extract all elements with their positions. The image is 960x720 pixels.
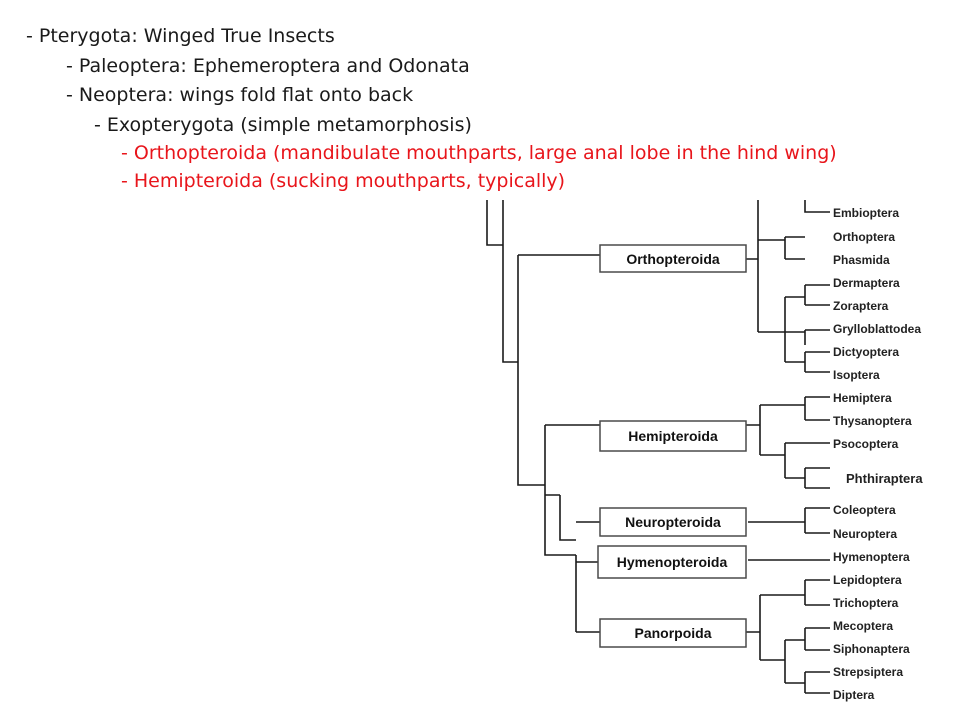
taxon-siphonaptera: Siphonaptera	[833, 642, 910, 656]
taxon-hymenoptera: Hymenoptera	[833, 550, 910, 564]
taxon-thysanoptera: Thysanoptera	[833, 414, 912, 428]
group-label-hymenopteroida: Hymenopteroida	[617, 554, 728, 570]
group-box-hymenopteroida: Hymenopteroida	[597, 545, 747, 579]
outline-text: - Pterygota: Winged True Insects - Paleo…	[0, 0, 960, 200]
branch-neuro-hymeno-link	[545, 494, 576, 541]
subtree-orthopteroida	[746, 200, 830, 373]
taxon-coleoptera: Coleoptera	[833, 503, 896, 517]
group-box-panorpoida: Panorpoida	[599, 618, 747, 648]
group-label-neuropteroida: Neuropteroida	[625, 514, 721, 530]
group-box-hemipteroida: Hemipteroida	[599, 420, 747, 452]
outline-line-orthopteroida: - Orthopteroida (mandibulate mouthparts,…	[121, 142, 837, 164]
taxon-diptera: Diptera	[833, 688, 875, 702]
group-label-panorpoida: Panorpoida	[634, 625, 711, 641]
taxon-dictyoptera: Dictyoptera	[833, 345, 899, 359]
outline-line-exopterygota: - Exopterygota (simple metamorphosis)	[94, 114, 472, 136]
group-label-hemipteroida: Hemipteroida	[628, 428, 718, 444]
outline-line-hemipteroida: - Hemipteroida (sucking mouthparts, typi…	[121, 170, 566, 192]
taxon-strepsiptera: Strepsiptera	[833, 665, 903, 679]
taxon-orthoptera: Orthoptera	[833, 230, 895, 244]
subtree-hemipteroida	[746, 396, 830, 489]
taxon-zoraptera: Zoraptera	[833, 299, 889, 313]
taxon-dermaptera: Dermaptera	[833, 276, 900, 290]
taxon-isoptera: Isoptera	[833, 368, 880, 382]
group-label-orthopteroida: Orthopteroida	[626, 251, 720, 267]
taxon-lepidoptera: Lepidoptera	[833, 573, 902, 587]
tree-root-branch	[486, 200, 577, 632]
outline-line-neoptera: - Neoptera: wings fold flat onto back	[66, 84, 414, 106]
taxon-trichoptera: Trichoptera	[833, 596, 899, 610]
group-box-orthopteroida: Orthopteroida	[599, 244, 747, 273]
taxon-hemiptera: Hemiptera	[833, 391, 892, 405]
subtree-neuropteroida	[748, 507, 830, 534]
group-box-neuropteroida: Neuropteroida	[599, 507, 747, 537]
taxon-mecoptera: Mecoptera	[833, 619, 893, 633]
taxon-phasmida: Phasmida	[833, 253, 890, 267]
taxon-grylloblattodea: Grylloblattodea	[833, 322, 921, 336]
taxon-neuroptera: Neuroptera	[833, 527, 897, 541]
outline-line-paleoptera: - Paleoptera: Ephemeroptera and Odonata	[66, 55, 470, 77]
outline-line-pterygota: - Pterygota: Winged True Insects	[26, 25, 335, 47]
subtree-panorpoida	[746, 579, 830, 694]
taxon-phthiraptera: Phthiraptera	[846, 471, 923, 486]
taxon-psocoptera: Psocoptera	[833, 437, 899, 451]
taxon-embioptera: Embioptera	[833, 206, 899, 220]
